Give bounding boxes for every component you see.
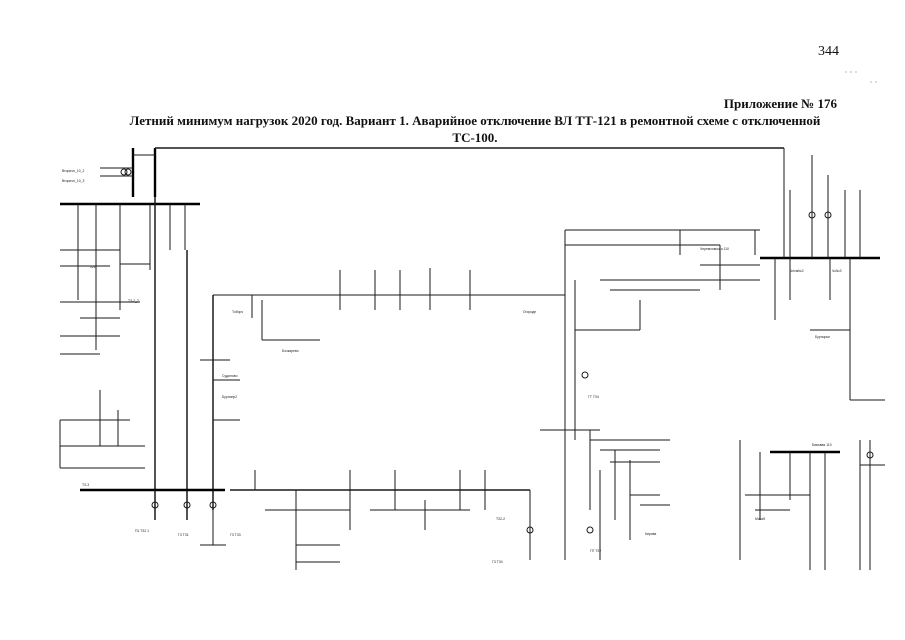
title-line-2: ТС-100. [452, 130, 498, 145]
page-number: 344 [818, 44, 839, 59]
bus-verticals: ТЗ-3 П1 ТЗ2 1 Г3 ТЗ1 Г3 ТЗ3 [80, 197, 241, 546]
transformer-icon [824, 211, 832, 219]
left-network: 121 ТЗ-2_2 [59, 202, 200, 469]
node-label: П1 ТЗ2 1 [135, 529, 149, 533]
transformer-icon [151, 501, 159, 509]
node-label: Моча9 [755, 517, 765, 521]
transformer-icon [209, 501, 217, 509]
lower-center-right: ГП ТЗ2 Кирова [540, 429, 670, 560]
transformer-icon [183, 501, 191, 509]
lower-middle-bus: ТЗ2-2 Г3 ТЗ4 [230, 470, 534, 570]
transformer-icon [120, 168, 128, 176]
node-label: Огородн [523, 310, 536, 314]
transformer-icon [124, 168, 132, 176]
node-label: Судилово [222, 374, 238, 378]
node-label: ТЗ-2_2 [128, 299, 139, 303]
node-label: Чесм№2 [790, 269, 804, 273]
transformer-icon [581, 371, 589, 379]
node-label: Бурнорье [815, 335, 830, 339]
node-label: ГП ТЗ2 [590, 549, 601, 553]
title-line-1: Летний минимум нагрузок 2020 год. Вариан… [129, 113, 821, 128]
node-label: Вторичн_10_3 [62, 179, 85, 183]
node-label: Бивовая 110 [812, 443, 832, 447]
node-label: Бочкарево [282, 349, 299, 353]
transformer-icon [526, 526, 534, 534]
bottom-right-cluster: Бивовая 110 Моча9 [739, 440, 885, 570]
node-label: Бурнопр2 [222, 395, 237, 399]
transformer-icon [866, 451, 874, 459]
transformer-icon [808, 211, 816, 219]
left-mid-area: Судилово Бурнопр2 [200, 359, 240, 421]
top-left-cluster: Вторичн_10_2 Вторичн_10_3 [62, 147, 785, 197]
node-label: Кирова [645, 532, 656, 536]
right-network: Черемховская 110 Чесм№2 Чс№3 Бурнорье [600, 155, 885, 401]
middle-feeder: Тоборч Бочкарево Огородн ГТ ТЗ4 [213, 229, 760, 495]
node-label: Вторичн_10_2 [62, 169, 85, 173]
node-label: Г3 ТЗ4 [492, 560, 503, 564]
node-label: Г3 ТЗ1 [178, 533, 189, 537]
node-label: 121 [90, 265, 96, 269]
node-label: ТЗ-3 [82, 483, 89, 487]
node-label: ГТ ТЗ4 [588, 395, 599, 399]
appendix-label: Приложение № 176 [723, 96, 837, 111]
transformer-icon [586, 526, 594, 534]
node-label: Тоборч [232, 310, 243, 314]
node-label: Чс№3 [832, 269, 842, 273]
node-label: Г3 ТЗ3 [230, 533, 241, 537]
page-title: Летний минимум нагрузок 2020 год. Вариан… [80, 112, 870, 146]
node-label: ТЗ2-2 [496, 517, 505, 521]
node-label: Черемховская 110 [700, 247, 729, 251]
